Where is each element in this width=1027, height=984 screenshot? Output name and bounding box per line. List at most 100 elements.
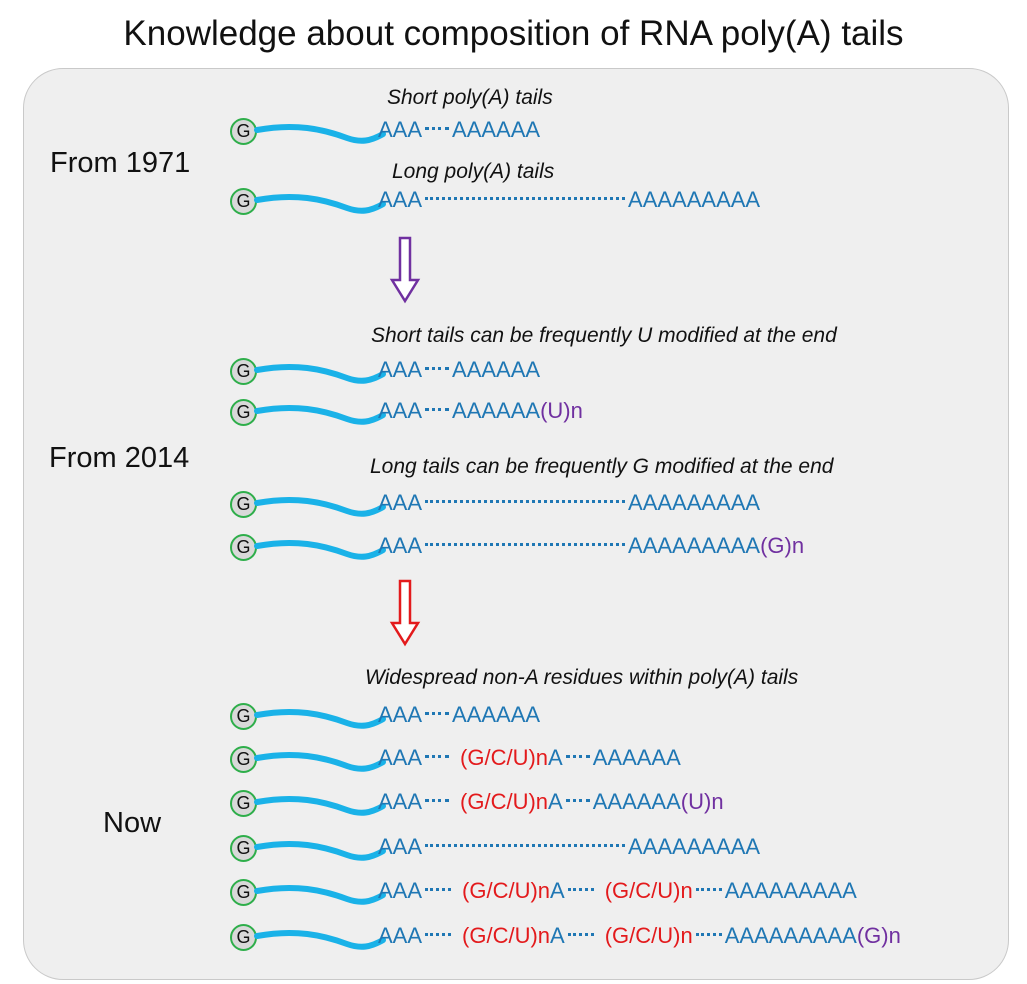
rna-tail-wave-icon xyxy=(254,404,386,425)
seq-aaa: AAA xyxy=(378,878,423,903)
seq-gap xyxy=(425,500,626,503)
down-arrow-red-icon xyxy=(389,579,421,647)
seq-n: n xyxy=(537,878,551,903)
seq-aaa: AAA xyxy=(378,923,423,948)
seq-aaa: AAA xyxy=(378,702,423,727)
rna-tail-wave-icon xyxy=(254,884,386,905)
seq-a9: AAAAAAAAA xyxy=(628,834,761,859)
seq-gap xyxy=(695,888,722,891)
rna-tail-wave-icon xyxy=(254,708,386,729)
seq-a9: AAAAAAAAA xyxy=(628,533,761,558)
seq-n: n xyxy=(535,745,549,770)
seq-gap xyxy=(425,197,626,200)
seq-a6: AAAAAA xyxy=(452,702,541,727)
seq-a: A xyxy=(548,745,563,770)
seq-gap xyxy=(425,367,450,370)
rna-tail-wave-icon xyxy=(254,123,386,144)
seq-n: n xyxy=(535,789,549,814)
seq-a9: AAAAAAAAA xyxy=(724,878,857,903)
cap-g-icon: G xyxy=(230,491,257,518)
seq-gap xyxy=(567,888,594,891)
seq-non-a: (G/C/U) xyxy=(462,878,538,903)
seq-n: n xyxy=(537,923,551,948)
seq-aaa: AAA xyxy=(378,745,423,770)
caption-g-modified: Long tails can be frequently G modified … xyxy=(370,455,834,478)
seq-gap xyxy=(565,799,590,802)
seq-gap xyxy=(425,888,452,891)
seq-aaa: AAA xyxy=(378,187,423,212)
seq-non-a: (G/C/U) xyxy=(460,789,536,814)
seq-n: n xyxy=(680,878,693,903)
seq-aaa: AAA xyxy=(378,398,423,423)
down-arrow-purple-icon xyxy=(389,236,421,304)
cap-g-icon: G xyxy=(230,358,257,385)
seq-aaa: AAA xyxy=(378,789,423,814)
seq-g-mod: (G)n xyxy=(856,923,901,948)
seq-gap xyxy=(695,933,722,936)
diagram-panel xyxy=(23,68,1009,980)
seq-a9: AAAAAAAAA xyxy=(628,187,761,212)
seq-a6: AAAAAA xyxy=(452,357,541,382)
rna-tail-wave-icon xyxy=(254,193,386,214)
seq-a: A xyxy=(550,878,565,903)
cap-g-icon: G xyxy=(230,118,257,145)
seq-a: A xyxy=(548,789,563,814)
rna-tail-wave-icon xyxy=(254,929,386,950)
seq-a9: AAAAAAAAA xyxy=(724,923,857,948)
seq-gap xyxy=(425,408,450,411)
rna-tail-wave-icon xyxy=(254,751,386,772)
seq-a6: AAAAAA xyxy=(452,117,541,142)
cap-g-icon: G xyxy=(230,703,257,730)
seq-a9: AAAAAAAAA xyxy=(628,490,761,515)
seq-a: A xyxy=(550,923,565,948)
seq-gap xyxy=(425,712,450,715)
caption-long-tails: Long poly(A) tails xyxy=(392,160,555,183)
era-label-now: Now xyxy=(103,807,162,839)
seq-a6: AAAAAA xyxy=(592,789,681,814)
seq-a6: AAAAAA xyxy=(452,398,541,423)
seq-gap xyxy=(565,755,590,758)
seq-n: n xyxy=(680,923,693,948)
diagram-title: Knowledge about composition of RNA poly(… xyxy=(123,14,904,53)
era-label-1971: From 1971 xyxy=(50,147,191,179)
seq-aaa: AAA xyxy=(378,533,423,558)
rna-tail-wave-icon xyxy=(254,363,386,384)
seq-gap xyxy=(425,755,450,758)
seq-gap xyxy=(425,543,626,546)
seq-gap xyxy=(425,799,450,802)
seq-non-a: (G/C/U) xyxy=(462,923,538,948)
seq-aaa: AAA xyxy=(378,357,423,382)
seq-gap xyxy=(425,933,452,936)
cap-g-icon: G xyxy=(230,399,257,426)
seq-non-a: (G/C/U) xyxy=(604,878,681,903)
era-label-2014: From 2014 xyxy=(49,442,190,474)
rna-tail-wave-icon xyxy=(254,840,386,861)
seq-u-mod: (U)n xyxy=(680,789,724,814)
seq-a6: AAAAAA xyxy=(592,745,681,770)
seq-non-a: (G/C/U) xyxy=(460,745,536,770)
caption-non-a-residues: Widespread non-A residues within poly(A)… xyxy=(365,666,799,689)
rna-tail-wave-icon xyxy=(254,539,386,560)
cap-g-icon: G xyxy=(230,790,257,817)
